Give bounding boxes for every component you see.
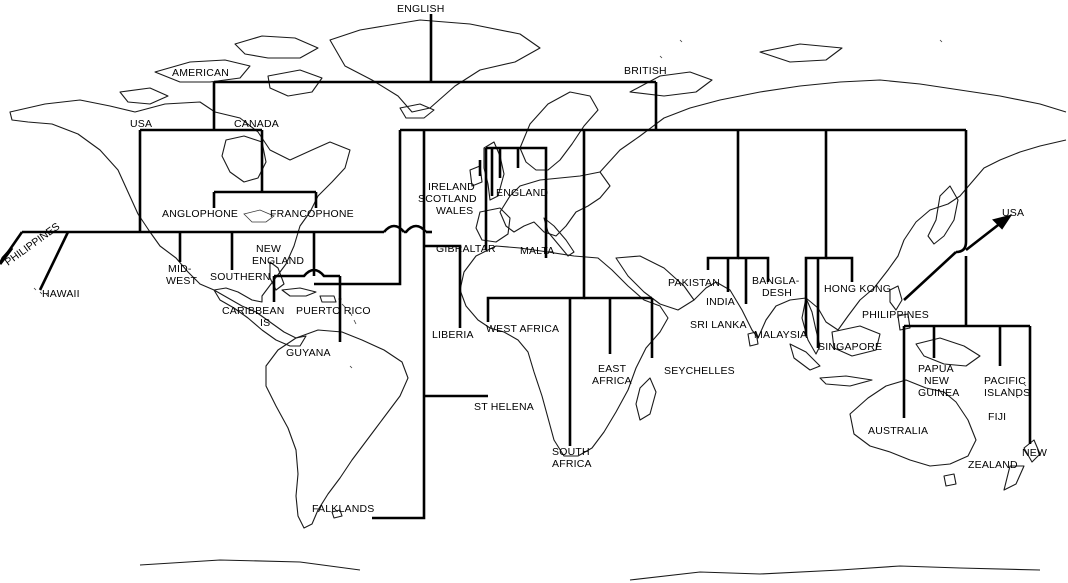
label-english: ENGLISH: [397, 3, 445, 15]
label-philippines-east: PHILIPPINES: [862, 309, 929, 321]
label-guyana: GUYANA: [286, 347, 331, 359]
label-hong-kong: HONG KONG: [824, 283, 891, 295]
label-india: INDIA: [706, 296, 735, 308]
label-east: EAST: [598, 363, 627, 375]
variety-branches: [0, 14, 1032, 520]
label-sri-lanka: SRI LANKA: [690, 319, 747, 331]
label-new: NEW: [256, 243, 281, 255]
label-southern: SOUTHERN: [210, 271, 271, 283]
label-africa-east: AFRICA: [592, 375, 632, 387]
label-is: IS: [260, 317, 270, 329]
label-canada: CANADA: [234, 118, 279, 130]
label-pakistan: PAKISTAN: [668, 277, 720, 289]
label-singapore: SINGAPORE: [818, 341, 882, 353]
label-liberia: LIBERIA: [432, 329, 474, 341]
label-england: ENGLAND: [496, 187, 548, 199]
label-papua-new: NEW: [924, 375, 949, 387]
label-british: BRITISH: [624, 65, 667, 77]
label-bangla: BANGLA-: [752, 275, 800, 287]
variety-labels: ENGLISH AMERICAN BRITISH USA CANADA ANGL…: [3, 3, 1047, 515]
coastlines: [9, 19, 1067, 581]
label-hawaii: HAWAII: [42, 288, 80, 300]
label-falklands: FALKLANDS: [312, 503, 375, 515]
label-papua: PAPUA: [918, 363, 954, 375]
label-francophone: FRANCOPHONE: [270, 208, 354, 220]
label-american: AMERICAN: [172, 67, 229, 79]
label-malaysia: MALAYSIA: [754, 329, 807, 341]
label-zealand: ZEALAND: [968, 459, 1018, 471]
label-gibraltar: GIBRALTAR: [436, 243, 496, 255]
label-south: SOUTH: [552, 446, 590, 458]
label-seychelles: SEYCHELLES: [664, 365, 735, 377]
label-scotland: SCOTLAND: [418, 193, 477, 205]
label-west: WEST: [166, 275, 198, 287]
label-caribbean: CARIBBEAN: [222, 305, 284, 317]
label-mid: MID-: [168, 263, 192, 275]
label-fiji: FIJI: [988, 411, 1006, 423]
label-st-helena: ST HELENA: [474, 401, 534, 413]
label-south-africa: AFRICA: [552, 458, 592, 470]
label-new-england: ENGLAND: [252, 255, 304, 267]
label-pacific: PACIFIC: [984, 375, 1026, 387]
label-west-africa: WEST AFRICA: [486, 323, 559, 335]
label-usa-east: USA: [1002, 207, 1024, 219]
label-usa-west: USA: [130, 118, 152, 130]
label-puerto-rico: PUERTO RICO: [296, 305, 371, 317]
label-wales: WALES: [436, 205, 473, 217]
label-malta: MALTA: [520, 245, 554, 257]
label-australia: AUSTRALIA: [868, 425, 928, 437]
label-ireland: IRELAND: [428, 181, 475, 193]
label-desh: DESH: [762, 287, 792, 299]
label-islands: ISLANDS: [984, 387, 1030, 399]
label-new-zealand-new: NEW: [1022, 447, 1047, 459]
label-anglophone: ANGLOPHONE: [162, 208, 238, 220]
label-guinea: GUINEA: [918, 387, 959, 399]
